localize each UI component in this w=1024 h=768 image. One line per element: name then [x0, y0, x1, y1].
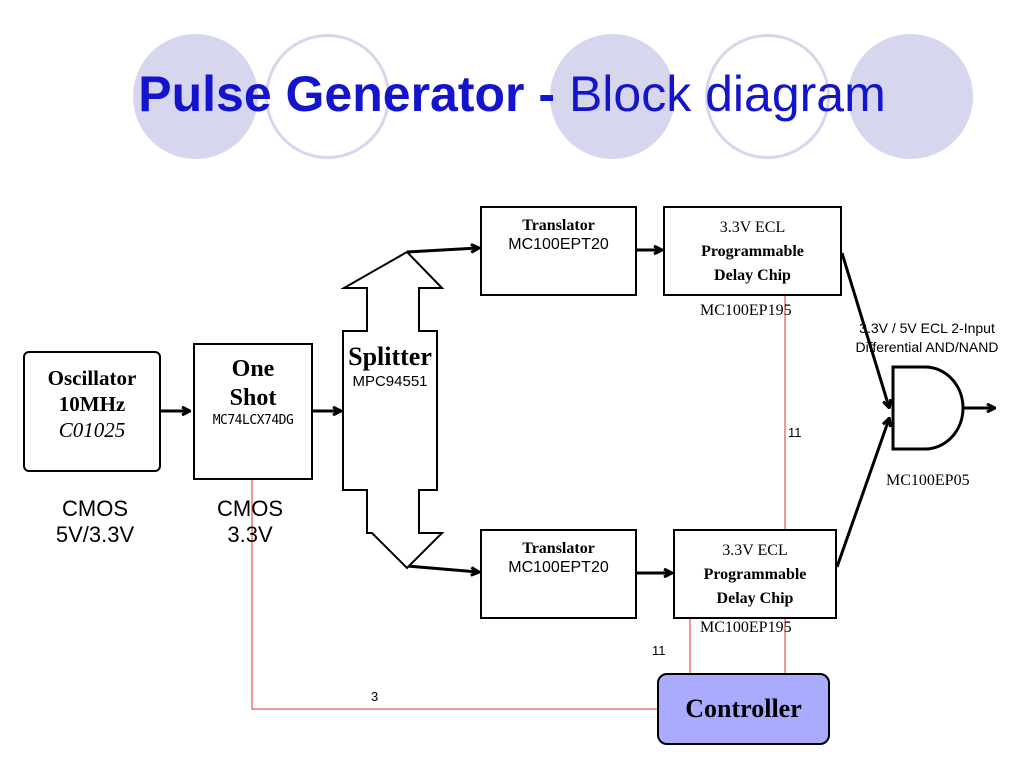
- translator-top-block: Translator MC100EPT20: [480, 206, 637, 296]
- translator-top-part: MC100EPT20: [508, 236, 609, 253]
- gate-description: 3.3V / 5V ECL 2-Input Differential AND/N…: [855, 320, 999, 355]
- translator-bottom-part: MC100EPT20: [508, 559, 609, 576]
- title-regular: Block diagram: [568, 66, 886, 122]
- decor-circle: [705, 34, 830, 159]
- one-shot-block: One Shot MC74LCX74DG: [193, 343, 313, 480]
- oscillator-part: C01025: [58, 418, 126, 442]
- arrow-splitter-to-translator-bottom: [406, 564, 478, 572]
- splitter-label: Splitter MPC94551: [343, 342, 437, 392]
- decor-circle: [550, 34, 675, 159]
- oscillator-block: Oscillator 10MHz C01025: [23, 351, 161, 472]
- and-gate: [891, 365, 965, 451]
- delay-bottom-chip: Delay Chip: [716, 590, 794, 607]
- oscillator-frequency: 10MHz: [58, 392, 126, 416]
- arrow-delay-bottom-to-gate: [835, 419, 889, 568]
- decor-circle: [265, 34, 390, 159]
- oscillator-label: Oscillator: [47, 366, 137, 390]
- oscillator-logic-note: CMOS 5V/3.3V: [55, 496, 135, 547]
- page-title: Pulse Generator - Block diagram: [0, 64, 1024, 124]
- delay-chip-bottom-block: 3.3V ECL Programmable Delay Chip: [673, 529, 837, 619]
- arrow-splitter-to-translator-top: [406, 248, 478, 254]
- decor-circle: [848, 34, 973, 159]
- gate-part: MC100EP05: [886, 472, 970, 489]
- delay-top-voltage: 3.3V ECL: [719, 219, 786, 236]
- controller-block: Controller: [657, 673, 830, 745]
- arrow-delay-top-to-gate: [840, 252, 889, 407]
- delay-bottom-voltage: 3.3V ECL: [722, 542, 788, 559]
- one-shot-logic-note: CMOS 3.3V: [217, 496, 283, 547]
- translator-top-label: Translator: [522, 217, 595, 234]
- delay-bottom-programmable: Programmable: [703, 566, 807, 583]
- delay-bottom-part: MC100EP195: [700, 619, 792, 636]
- one-shot-label-line1: One: [231, 356, 275, 382]
- title-bold: Pulse Generator -: [138, 66, 569, 122]
- translator-bottom-block: Translator MC100EPT20: [480, 529, 637, 619]
- one-shot-label-line2: Shot: [229, 385, 277, 411]
- bus-width-oneshot: 3: [371, 689, 379, 704]
- control-wires: [251, 296, 786, 710]
- translator-bottom-label: Translator: [522, 540, 595, 557]
- delay-top-chip: Delay Chip: [714, 267, 791, 284]
- delay-top-programmable: Programmable: [701, 243, 804, 260]
- bus-width-top: 11: [788, 425, 802, 440]
- controller-label: Controller: [685, 694, 802, 723]
- one-shot-part: MC74LCX74DG: [212, 413, 294, 428]
- splitter-part: MPC94551: [352, 373, 428, 390]
- delay-top-part: MC100EP195: [700, 302, 792, 319]
- splitter-arrow: [340, 250, 445, 570]
- delay-chip-top-block: 3.3V ECL Programmable Delay Chip: [663, 206, 842, 296]
- decor-circle: [133, 34, 258, 159]
- bus-width-bottom: 11: [652, 643, 666, 658]
